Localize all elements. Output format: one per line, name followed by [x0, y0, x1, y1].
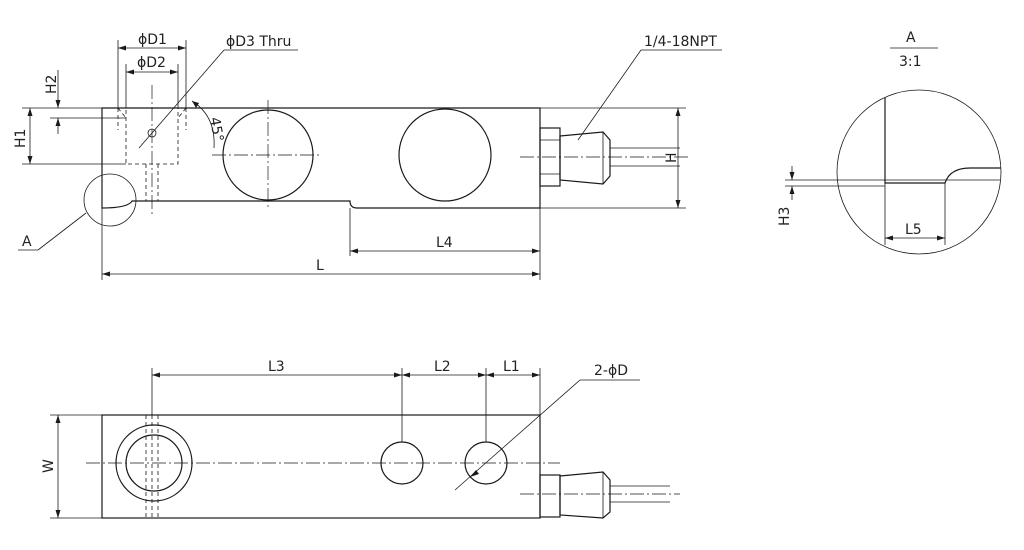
top-gland-body	[559, 471, 611, 519]
strain-pocket-right	[398, 108, 492, 202]
dim-l3: L3	[268, 359, 285, 375]
detail-circle	[836, 89, 1002, 255]
front-view	[101, 85, 690, 215]
top-dimensions: L3 L2 L1 2-ϕD W	[41, 359, 640, 519]
detail-scale: 3:1	[899, 54, 922, 70]
dim-l1: L1	[503, 359, 520, 375]
detail-profile	[884, 90, 1001, 184]
gland-body	[559, 131, 611, 185]
dim-l2: L2	[434, 359, 451, 375]
front-dimensions: ϕD1 ϕD2 ϕD3 Thru 45° H1 H2	[13, 32, 722, 280]
dim-d1: ϕD1	[138, 32, 167, 48]
dim-l5: L5	[905, 222, 922, 238]
detail-view-a: A 3:1 H3 L5	[777, 30, 1002, 255]
dim-h2: H2	[44, 75, 60, 94]
dim-h3: H3	[777, 207, 793, 226]
dim-l4: L4	[436, 235, 453, 251]
dim-l: L	[316, 258, 324, 274]
top-gland-nut	[539, 474, 561, 518]
detail-ref-circle	[83, 173, 137, 227]
dim-angle-45: 45°	[206, 116, 226, 143]
dim-h1: H1	[13, 129, 29, 148]
detail-title: A	[906, 30, 916, 46]
dim-2d: 2-ϕD	[594, 363, 628, 379]
dim-w: W	[41, 459, 57, 473]
front-body-outline	[101, 107, 541, 209]
dim-d3-thru: ϕD3 Thru	[226, 34, 291, 50]
detail-ref-label: A	[22, 234, 32, 250]
dim-h: H	[664, 152, 680, 163]
top-view	[86, 414, 680, 519]
dim-npt-thread: 1/4-18NPT	[644, 34, 717, 50]
dim-d2: ϕD2	[137, 55, 166, 71]
top-body-outline	[101, 414, 541, 519]
